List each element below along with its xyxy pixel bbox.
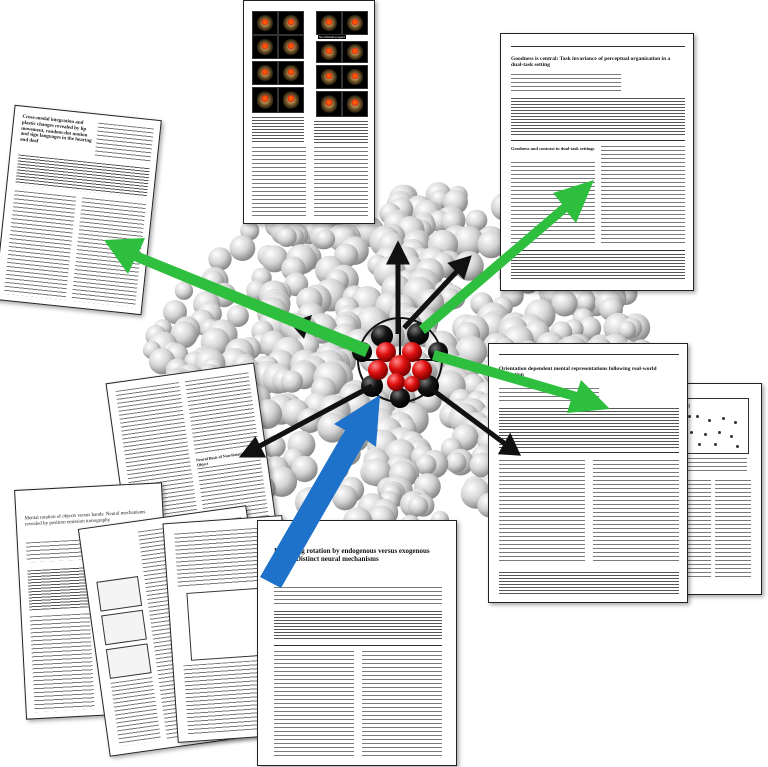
grey-sphere [276, 226, 297, 247]
paper-imagining-rotation: Imagining rotation by endogenous versus … [257, 520, 457, 766]
paper-title: Orientation dependent mental representat… [499, 366, 657, 379]
brain-scan-image [316, 65, 342, 89]
brain-scan-image [278, 61, 304, 85]
paper-title: Imagining rotation by endogenous versus … [274, 547, 430, 564]
grey-sphere [294, 487, 326, 518]
red-sphere [368, 360, 388, 380]
grey-sphere [454, 251, 484, 281]
paper-title: Cross-modal integration and plastic chan… [19, 114, 92, 145]
brain-scan-image [316, 11, 342, 35]
brain-scan-image [278, 35, 304, 59]
figure-panel [96, 576, 143, 612]
section-heading: Goodness and contrast in dual-task setti… [511, 146, 595, 151]
brain-scan-image [252, 35, 278, 59]
black-sphere [371, 325, 393, 347]
brain-scan-image [252, 61, 278, 85]
brain-scan-image [252, 11, 278, 35]
figure-panel [105, 643, 152, 679]
red-sphere [387, 373, 405, 391]
red-sphere [402, 342, 422, 362]
grey-sphere [174, 281, 194, 300]
brain-scan-image [278, 87, 304, 113]
grey-sphere [415, 454, 437, 476]
grey-sphere [315, 229, 336, 250]
paper-goodness-is-central: Goodness is central: Task invariance of … [500, 33, 694, 291]
paper-title: Goodness is central: Task invariance of … [511, 56, 671, 69]
brain-scan-image [342, 65, 368, 89]
paper-cross-modal-integration: Cross-modal integration and plastic chan… [0, 104, 162, 316]
brain-scan-image [316, 41, 342, 63]
paper-orientation-dependent: Orientation dependent mental representat… [488, 343, 688, 603]
grey-sphere [208, 247, 232, 271]
brain-scan-image [342, 11, 368, 35]
black-sphere [390, 388, 410, 408]
brain-scan-image [342, 91, 368, 117]
red-sphere [376, 342, 396, 362]
grey-sphere [445, 451, 467, 473]
paper-brain-imaging: Non-Rotating agent [243, 0, 375, 224]
grey-sphere [617, 320, 637, 340]
brain-scan-image [342, 41, 368, 63]
grey-sphere [332, 485, 358, 511]
brain-scan-image [278, 11, 304, 35]
red-sphere [389, 355, 411, 377]
black-sphere [428, 342, 448, 362]
brain-scan-image [316, 91, 342, 117]
grey-sphere [229, 235, 256, 261]
red-sphere [412, 360, 432, 380]
red-sphere [404, 376, 420, 392]
grey-sphere [407, 495, 429, 517]
grey-sphere [280, 370, 303, 393]
panel-label: Non-Rotating agent [318, 35, 347, 39]
black-sphere [407, 323, 429, 345]
black-sphere [352, 342, 372, 362]
brain-scan-image [252, 87, 278, 113]
figure-panel [101, 609, 147, 646]
